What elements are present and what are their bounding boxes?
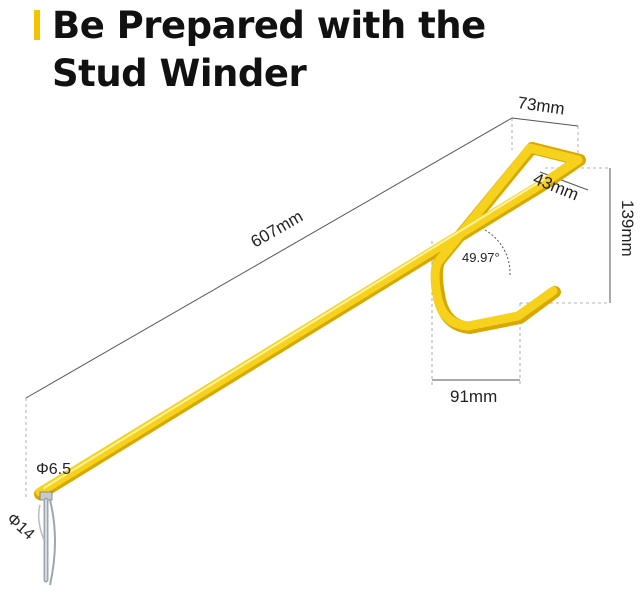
- label-height: 139mm: [618, 200, 637, 257]
- title-line-1: Be Prepared with the: [52, 4, 486, 47]
- title-line-2: Stud Winder: [52, 52, 307, 95]
- label-angle: 49.97°: [462, 250, 500, 265]
- page-title: Be Prepared with the Stud Winder: [52, 2, 486, 98]
- title-accent-bar: [34, 10, 40, 40]
- rod-body: [35, 143, 583, 497]
- label-rod-diameter: Φ6.5: [36, 461, 71, 478]
- label-total-length: 607mm: [248, 207, 307, 252]
- label-tip-diameter: Φ14: [3, 510, 37, 543]
- label-bottom-width: 91mm: [450, 387, 497, 406]
- dim-line-top-width: [511, 117, 579, 127]
- dim-line-total-length: [25, 117, 513, 399]
- metal-pin-tip: [37, 491, 56, 586]
- label-top-width: 73mm: [516, 93, 565, 118]
- angle-arc: [484, 229, 511, 277]
- rod-highlight: [43, 177, 547, 489]
